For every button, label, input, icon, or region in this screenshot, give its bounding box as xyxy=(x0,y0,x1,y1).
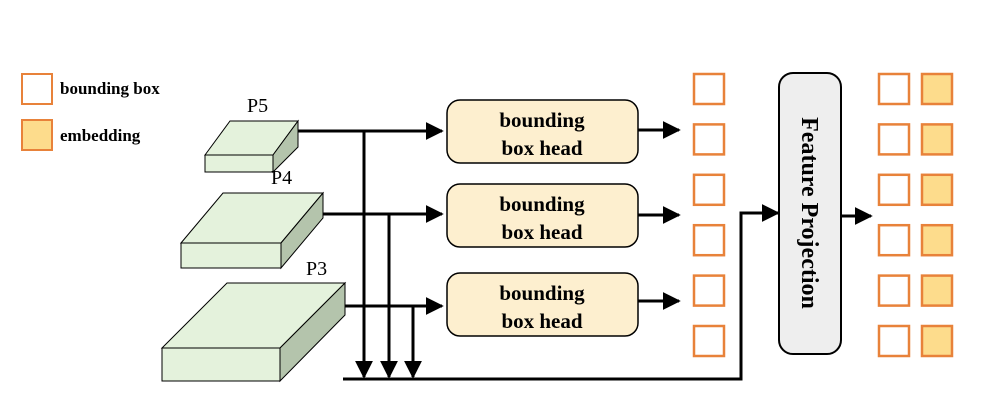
legend: bounding box embedding xyxy=(21,73,160,151)
p3-block xyxy=(160,281,347,383)
p5-block xyxy=(204,119,299,174)
p3-label: P3 xyxy=(306,258,327,280)
legend-bounding-box-swatch xyxy=(21,73,53,105)
final-bounding-box-3 xyxy=(877,173,911,207)
feature-projection-block: Feature Projection xyxy=(778,72,842,355)
legend-embedding-label: embedding xyxy=(60,126,141,145)
final-bounding-box-6 xyxy=(877,324,911,358)
bounding-box-output-column xyxy=(692,72,726,358)
legend-embedding-swatch xyxy=(21,119,53,151)
bus-to-projection-arrow xyxy=(343,204,780,381)
final-embedding-6 xyxy=(920,324,954,358)
final-bounding-box-4 xyxy=(877,223,911,257)
legend-bounding-box-label: bounding box xyxy=(60,79,160,98)
bounding-box-head-2: bounding box head xyxy=(446,183,639,248)
final-bounding-box-2 xyxy=(877,123,911,156)
final-embedding-2 xyxy=(920,123,954,156)
connectors xyxy=(298,121,873,381)
head-1-line-1: bounding xyxy=(499,108,585,132)
head-3-line-2: box head xyxy=(501,309,582,333)
head-2-line-2: box head xyxy=(501,220,582,244)
final-output-column xyxy=(877,72,954,358)
final-bounding-box-1 xyxy=(877,72,911,106)
final-embedding-3 xyxy=(920,173,954,207)
p4-block xyxy=(179,191,325,270)
bounding-box-output-5 xyxy=(692,274,726,307)
bounding-box-output-1 xyxy=(692,72,726,106)
bounding-box-output-3 xyxy=(692,173,726,207)
head-3-line-1: bounding xyxy=(499,281,585,305)
bounding-box-head-1: bounding box head xyxy=(446,99,639,164)
bounding-box-output-4 xyxy=(692,223,726,257)
bounding-box-output-6 xyxy=(692,324,726,358)
bounding-box-output-2 xyxy=(692,123,726,156)
final-embedding-5 xyxy=(920,274,954,307)
p5-label: P5 xyxy=(247,95,268,117)
feature-projection-label: Feature Projection xyxy=(796,117,822,309)
final-embedding-4 xyxy=(920,223,954,257)
head-1-line-2: box head xyxy=(501,136,582,160)
p4-label: P4 xyxy=(271,167,292,189)
head-2-line-1: bounding xyxy=(499,192,585,216)
final-bounding-box-5 xyxy=(877,274,911,307)
bounding-box-head-3: bounding box head xyxy=(446,272,639,337)
feature-pyramid: P5 P4 P3 xyxy=(160,95,347,383)
final-embedding-1 xyxy=(920,72,954,106)
